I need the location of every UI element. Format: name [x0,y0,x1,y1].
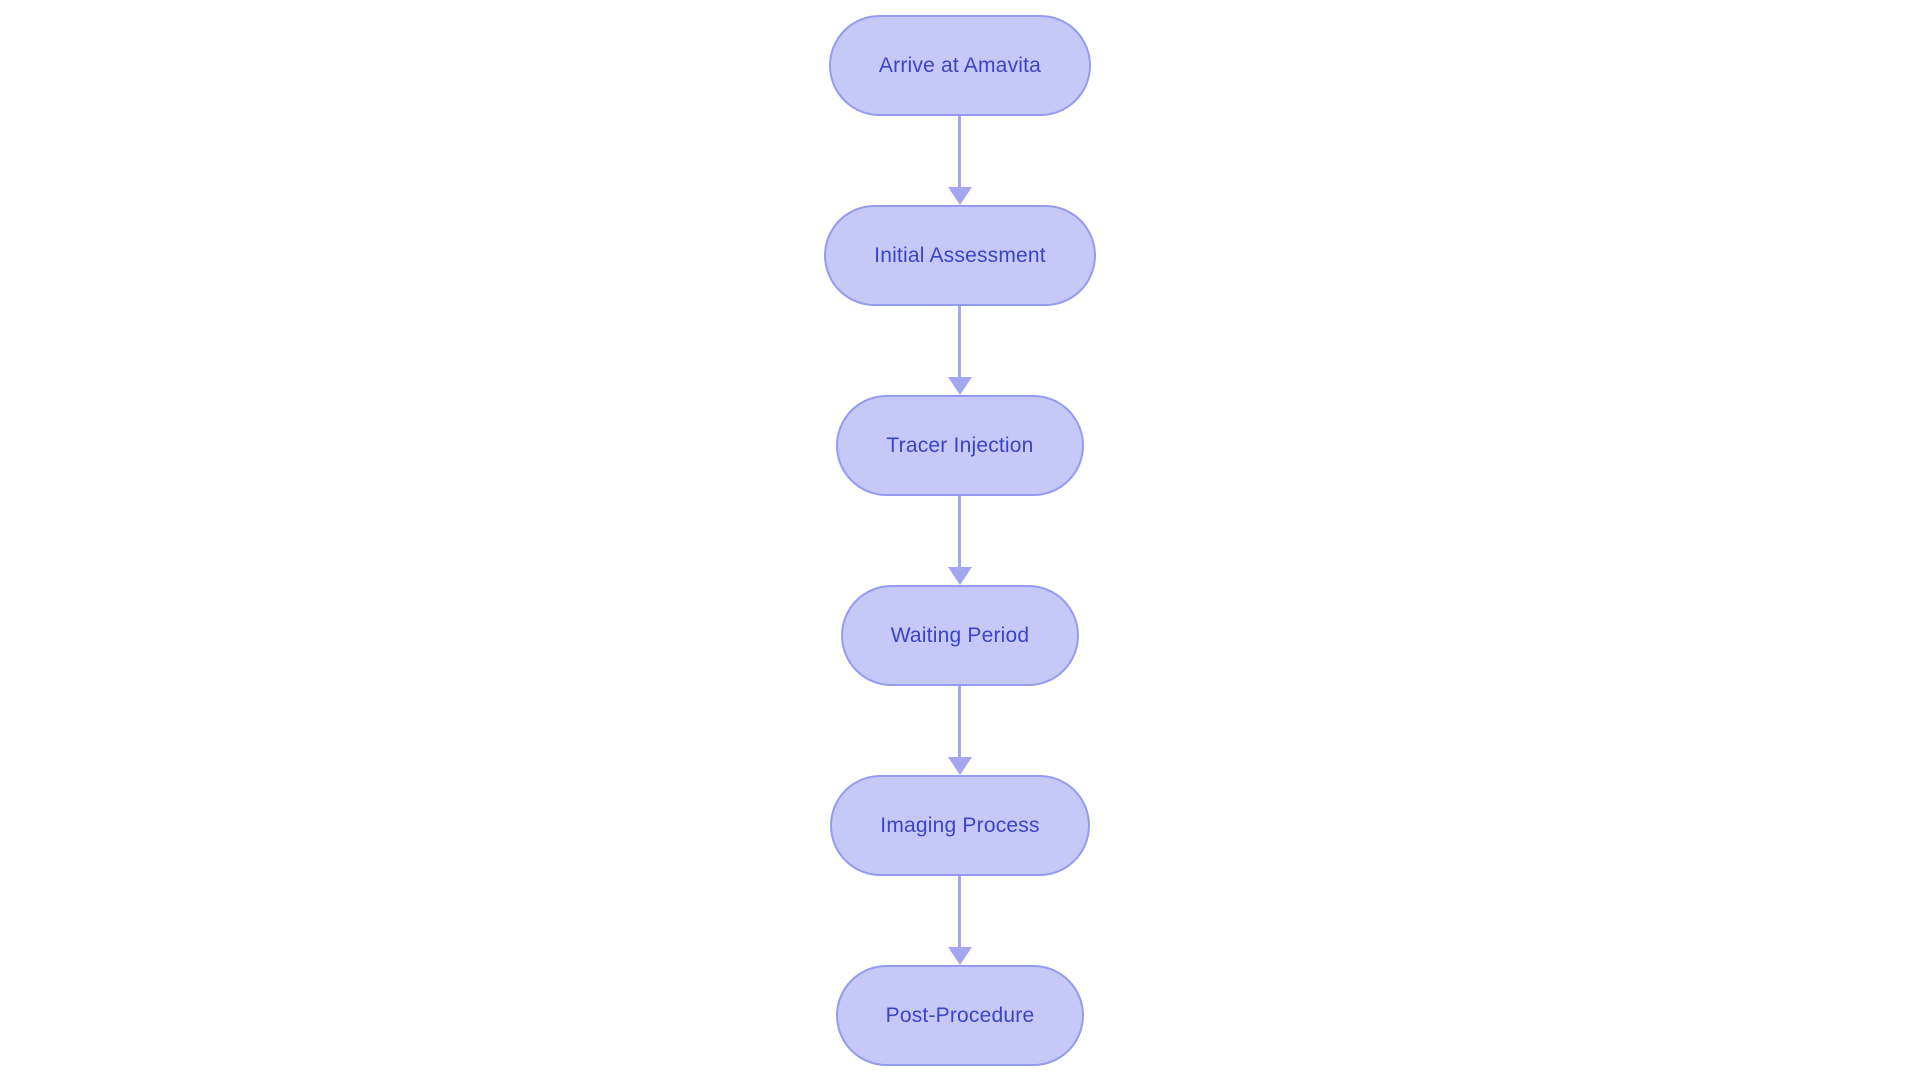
flow-node-arrive-at-amavita: Arrive at Amavita [828,15,1092,116]
flow-node-waiting-period: Waiting Period [840,585,1080,686]
flow-node-imaging-process: Imaging Process [830,775,1090,876]
flow-node-label: Imaging Process [880,813,1040,837]
arrow-head-icon [947,757,972,775]
flow-arrow-4 [947,686,972,775]
flow-node-initial-assessment: Initial Assessment [824,205,1096,306]
flow-node-label: Arrive at Amavita [878,53,1042,77]
arrow-head-icon [947,947,972,965]
flowchart: Arrive at Amavita Initial Assessment Tra… [824,0,1096,1066]
arrow-line [958,686,962,758]
flow-node-label: Post-Procedure [885,1003,1035,1027]
arrow-line [958,306,962,378]
flow-node-label: Waiting Period [890,623,1030,647]
flow-node-post-procedure: Post-Procedure [835,965,1085,1066]
flow-arrow-3 [947,496,972,585]
arrow-line [958,496,962,568]
arrow-head-icon [947,377,972,395]
flow-arrow-1 [947,116,972,205]
flow-node-label: Tracer Injection [886,433,1034,457]
flow-node-label: Initial Assessment [874,243,1046,267]
arrow-head-icon [947,567,972,585]
arrow-head-icon [947,187,972,205]
arrow-line [958,116,962,188]
arrow-line [958,876,962,948]
flow-node-tracer-injection: Tracer Injection [836,395,1084,496]
flow-arrow-5 [947,876,972,965]
flow-arrow-2 [947,306,972,395]
